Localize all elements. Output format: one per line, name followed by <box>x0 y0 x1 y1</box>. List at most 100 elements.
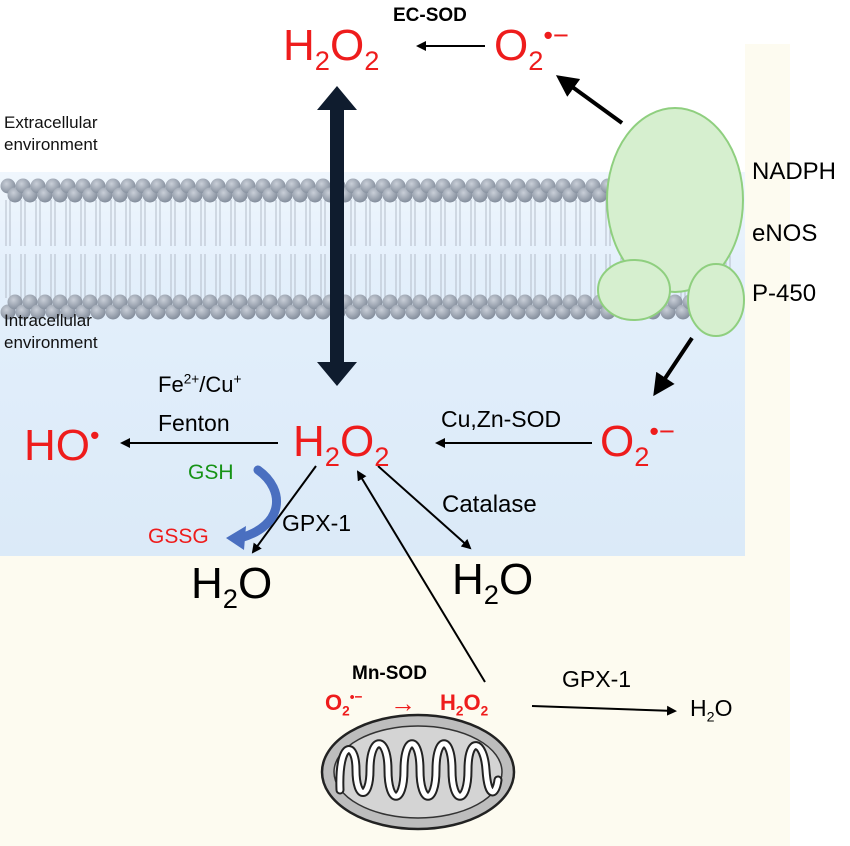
lipid-head <box>157 294 173 310</box>
lipid-tail <box>155 200 161 246</box>
lipid-head <box>97 294 113 310</box>
lipid-tail <box>50 254 56 298</box>
lipid-head <box>187 294 203 310</box>
lipid-tail <box>320 200 326 246</box>
lipid-tail <box>185 254 191 298</box>
lipid-tail <box>80 254 86 298</box>
lipid-tail <box>200 200 206 246</box>
lipid-tail <box>425 254 431 298</box>
white-lower-left <box>0 556 305 846</box>
lipid-tail <box>230 200 236 246</box>
lipid-tail <box>35 254 41 298</box>
lipid-tail <box>470 200 476 246</box>
lipid-tail <box>95 254 101 298</box>
lipid-tail <box>110 200 116 246</box>
lipid-head <box>397 294 413 310</box>
extracellular-label: Extracellular environment <box>4 113 98 154</box>
gpx1-right-label: GPX-1 <box>562 666 632 692</box>
lipid-tail <box>35 200 41 246</box>
lipid-tail <box>215 200 221 246</box>
extracellular-superoxide: O2•− <box>494 19 569 76</box>
lipid-head <box>442 294 458 310</box>
lipid-head <box>502 294 518 310</box>
mn-sod-arrow: → <box>390 688 416 718</box>
lipid-tail <box>110 254 116 298</box>
lipid-head <box>262 294 278 310</box>
enzyme-enos: eNOS <box>752 220 818 247</box>
lipid-tail <box>200 254 206 298</box>
lipid-tail <box>290 200 296 246</box>
lipid-tail <box>320 254 326 298</box>
lipid-tail <box>5 254 11 298</box>
gpx1-left-arrow <box>251 465 317 554</box>
intracellular-label: Intracellular environment <box>4 311 98 352</box>
gpx1-right-arrow <box>531 705 677 716</box>
enzyme-p450: P-450 <box>752 280 817 307</box>
lipid-tail <box>410 200 416 246</box>
mitochondrial-h2o2: H2O2 <box>440 690 489 719</box>
curved-arrow-head <box>226 526 246 550</box>
lipid-tail <box>170 254 176 298</box>
lipid-tail <box>65 254 71 298</box>
lipid-tail <box>455 254 461 298</box>
lipid-head <box>367 294 383 310</box>
lipid-tail <box>485 254 491 298</box>
lipid-tail <box>395 200 401 246</box>
lipid-tail <box>245 200 251 246</box>
lipid-tail <box>140 200 146 246</box>
enzyme-nadph: NADPH <box>752 158 837 185</box>
lipid-head <box>37 294 53 310</box>
lipid-head <box>487 294 503 310</box>
enzyme-to-intracellular-arrow <box>653 336 694 397</box>
lipid-head <box>532 294 548 310</box>
cream-panel-top <box>0 0 850 44</box>
mitochondrial-h2o2-diffusion-arrow <box>356 470 486 683</box>
lipid-head <box>67 294 83 310</box>
mitochondrion-icon <box>320 713 516 831</box>
cytosolic-h2o2: H2O2 <box>293 417 390 472</box>
lipid-tail <box>410 254 416 298</box>
lipid-tail <box>125 200 131 246</box>
lipid-tail <box>470 254 476 298</box>
lipid-tail <box>575 254 581 298</box>
lipid-tail <box>545 200 551 246</box>
lipid-tail <box>290 254 296 298</box>
lipid-tail <box>20 254 26 298</box>
lipid-tail <box>500 254 506 298</box>
lipid-head <box>457 294 473 310</box>
lipid-tail <box>275 254 281 298</box>
lipid-tail <box>365 200 371 246</box>
mitochondrial-superoxide: O2•− <box>325 689 363 719</box>
gsh-label: GSH <box>188 461 234 484</box>
catalase-label: Catalase <box>442 491 537 518</box>
lipid-tail <box>380 254 386 298</box>
lipid-tail <box>440 200 446 246</box>
lipid-tail <box>590 200 596 246</box>
lipid-tail <box>380 200 386 246</box>
transmembrane-double-arrow <box>317 86 357 386</box>
water-right: H2O <box>452 555 534 610</box>
cu-zn-sod-label: Cu,Zn-SOD <box>441 406 562 432</box>
lipid-tail <box>590 254 596 298</box>
lipid-head <box>127 294 143 310</box>
enzyme-complex-shape <box>597 107 745 337</box>
lipid-head <box>112 294 128 310</box>
lipid-head <box>22 294 38 310</box>
lipid-head <box>217 294 233 310</box>
lipid-tail <box>20 200 26 246</box>
hydroxyl-radical: HO• <box>24 419 100 470</box>
lipid-tail <box>50 200 56 246</box>
lipid-tail <box>230 254 236 298</box>
lipid-tail <box>455 200 461 246</box>
lipid-tail <box>305 200 311 246</box>
lipid-tail <box>500 200 506 246</box>
lipid-tail <box>80 200 86 246</box>
lipid-head <box>517 294 533 310</box>
lipid-tail <box>515 200 521 246</box>
lipid-tail <box>515 254 521 298</box>
fenton-metals-label: Fe2+/Cu+ <box>158 371 242 397</box>
ec-sod-label: EC-SOD <box>393 5 467 26</box>
extracellular-h2o2: H2O2 <box>283 21 380 76</box>
